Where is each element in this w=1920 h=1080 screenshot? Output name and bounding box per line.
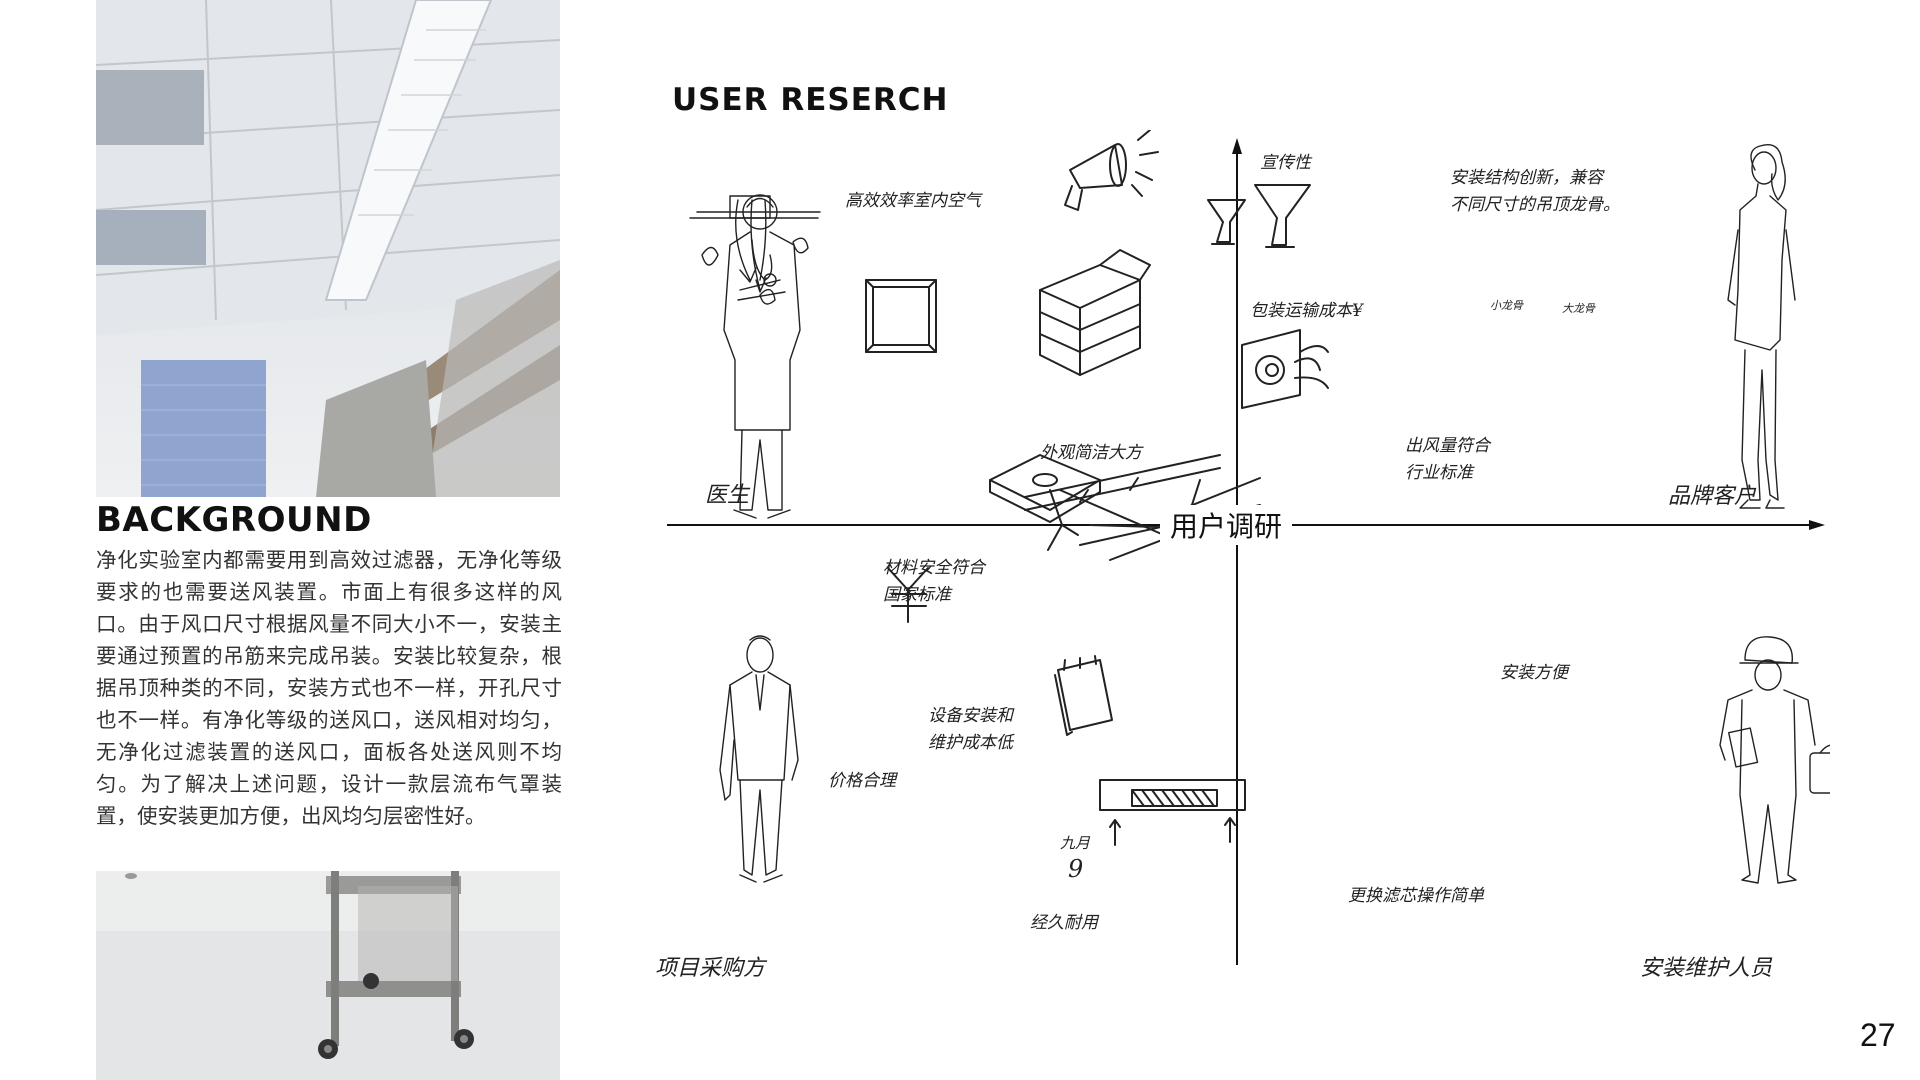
note-easy-install: 安装方便 bbox=[1500, 663, 1568, 683]
quadrant-axes bbox=[667, 130, 1830, 965]
note-price: 价格合理 bbox=[828, 771, 896, 791]
calendar-day: 9 bbox=[1068, 855, 1084, 883]
user-research-title: USER RESERCH bbox=[672, 82, 949, 118]
note-maintenance-2: 维护成本低 bbox=[928, 733, 1013, 753]
filter-replacement-sketch bbox=[1099, 779, 1246, 846]
center-axis-label: 用户调研 bbox=[1160, 505, 1293, 545]
background-title: BACKGROUND bbox=[96, 500, 372, 540]
air-vent-frame-sketch bbox=[865, 279, 937, 353]
cleanroom-ceiling-photo bbox=[96, 0, 560, 497]
ceiling-keel-sketch bbox=[1207, 184, 1311, 248]
note-air-1: 出风量符合 bbox=[1405, 436, 1490, 456]
yen-sign-sketch bbox=[887, 567, 929, 623]
note-material-1: 材料安全符合 bbox=[883, 558, 985, 578]
calendar-sketch bbox=[1054, 655, 1113, 736]
note-filter: 高效效率室内空气 bbox=[845, 191, 981, 211]
note-replace-filter: 更换滤芯操作简单 bbox=[1348, 886, 1484, 906]
installer-figure bbox=[1719, 636, 1830, 884]
persona-doctor: 医生 bbox=[705, 483, 750, 508]
lab-floor-cart-photo bbox=[96, 871, 560, 1080]
megaphone-sketch bbox=[1064, 130, 1159, 211]
purchaser-figure bbox=[719, 635, 799, 883]
note-air-2: 行业标准 bbox=[1405, 463, 1473, 483]
shipping-box-sketch bbox=[1039, 249, 1151, 376]
note-look: 外观简洁大方 bbox=[1040, 443, 1142, 463]
note-cost: 包装运输成本¥ bbox=[1250, 301, 1363, 321]
note-maintenance-1: 设备安装和 bbox=[928, 706, 1013, 726]
note-durable: 经久耐用 bbox=[1030, 913, 1098, 933]
persona-purchaser: 项目采购方 bbox=[655, 956, 766, 981]
filter-airflow-sketch bbox=[689, 195, 821, 305]
label-small-keel: 小龙骨 bbox=[1490, 299, 1523, 312]
persona-installer: 安装维护人员 bbox=[1640, 956, 1773, 981]
material-panel-sketch bbox=[989, 454, 1101, 551]
background-body-text: 净化实验室内都需要用到高效过滤器，无净化等级要求的也需要送风装置。市面上有很多这… bbox=[96, 548, 562, 828]
note-structure-1: 安装结构创新，兼容 bbox=[1450, 168, 1603, 188]
label-big-keel: 大龙骨 bbox=[1562, 302, 1595, 315]
air-diffuser-sketch bbox=[1241, 329, 1329, 409]
note-structure-2: 不同尺寸的吊顶龙骨。 bbox=[1450, 195, 1620, 215]
doctor-figure bbox=[723, 194, 801, 519]
page-number: 27 bbox=[1860, 1017, 1896, 1053]
note-material-2: 国家标准 bbox=[883, 585, 951, 605]
note-promo: 宣传性 bbox=[1260, 153, 1311, 173]
brand-client-figure bbox=[1727, 144, 1796, 509]
calendar-month: 九月 bbox=[1060, 834, 1091, 852]
persona-brand-client: 品牌客户 bbox=[1668, 484, 1757, 509]
